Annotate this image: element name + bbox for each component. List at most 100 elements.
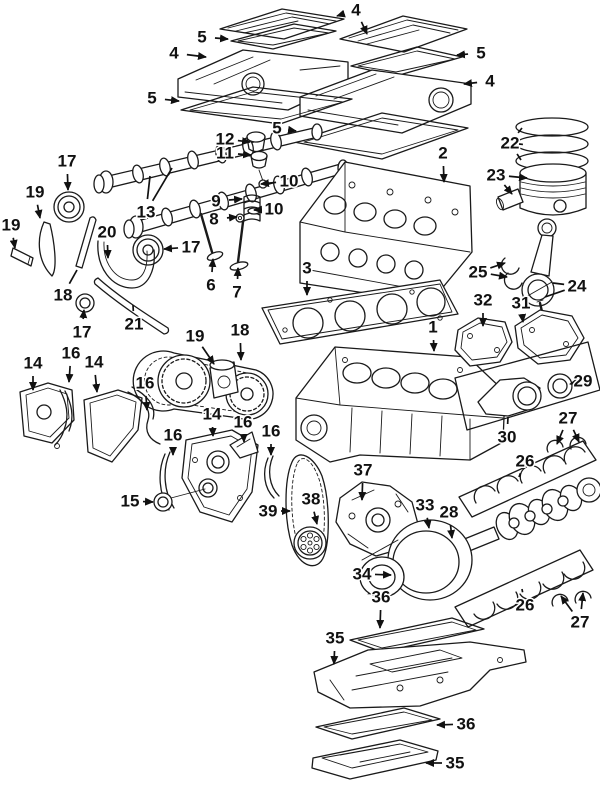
callout-15[interactable]: 15: [119, 490, 154, 512]
callout-39[interactable]: 39: [257, 500, 291, 522]
callout-32[interactable]: 32: [472, 289, 494, 327]
callout-number[interactable]: 16: [232, 411, 254, 433]
callout-number[interactable]: 18: [52, 284, 74, 306]
callout-number[interactable]: 38: [300, 488, 322, 510]
callout-26[interactable]: 26: [514, 450, 536, 478]
callout-number[interactable]: 19: [0, 214, 22, 236]
callout-14[interactable]: 14: [201, 403, 223, 437]
callout-4[interactable]: 4: [336, 0, 368, 35]
callout-16[interactable]: 16: [134, 372, 156, 411]
callout-number[interactable]: 29: [572, 370, 594, 392]
callout-6[interactable]: 6: [205, 258, 217, 296]
callout-31[interactable]: 31: [510, 292, 532, 323]
callout-9[interactable]: 9: [210, 190, 243, 212]
callout-number[interactable]: 16: [260, 420, 282, 442]
callout-25[interactable]: 25: [467, 261, 508, 283]
callout-35[interactable]: 35: [425, 752, 466, 774]
callout-30[interactable]: 30: [496, 416, 518, 448]
callout-number[interactable]: 13: [135, 201, 157, 223]
callout-number[interactable]: 10: [278, 170, 300, 192]
callout-19[interactable]: 19: [24, 181, 46, 219]
callout-number[interactable]: 32: [472, 289, 494, 311]
callout-number[interactable]: 34: [351, 563, 373, 585]
callout-number[interactable]: 27: [557, 407, 579, 429]
callout-3[interactable]: 3: [301, 257, 313, 296]
callout-number[interactable]: 19: [24, 181, 46, 203]
callout-number[interactable]: 21: [123, 313, 145, 335]
callout-18[interactable]: 18: [52, 269, 78, 306]
callout-number[interactable]: 26: [514, 594, 536, 616]
callout-10[interactable]: 10: [260, 170, 300, 192]
callout-number[interactable]: 14: [83, 351, 105, 373]
callout-number[interactable]: 36: [370, 586, 392, 608]
callout-number[interactable]: 37: [352, 459, 374, 481]
callout-number[interactable]: 14: [22, 352, 44, 374]
callout-number[interactable]: 15: [119, 490, 141, 512]
callout-number[interactable]: 9: [210, 190, 222, 212]
callout-number[interactable]: 26: [514, 450, 536, 472]
callout-number[interactable]: 27: [569, 611, 591, 633]
callout-5[interactable]: 5: [456, 42, 487, 64]
callout-number[interactable]: 22: [499, 132, 521, 154]
callout-4[interactable]: 4: [463, 70, 497, 92]
callout-number[interactable]: 5: [271, 117, 283, 139]
callout-number[interactable]: 18: [229, 319, 251, 341]
callout-number[interactable]: 10: [263, 198, 285, 220]
callout-17[interactable]: 17: [71, 309, 93, 343]
callout-8[interactable]: 8: [208, 208, 238, 230]
callout-number[interactable]: 14: [201, 403, 223, 425]
callout-number[interactable]: 4: [484, 70, 497, 92]
callout-18[interactable]: 18: [229, 319, 251, 361]
callout-number[interactable]: 6: [205, 274, 217, 296]
callout-number[interactable]: 1: [427, 316, 439, 338]
callout-number[interactable]: 5: [196, 26, 208, 48]
callout-24[interactable]: 24: [544, 275, 588, 298]
callout-22[interactable]: 22: [499, 127, 524, 161]
callout-number[interactable]: 8: [208, 208, 220, 230]
callout-number[interactable]: 11: [215, 142, 236, 164]
callout-number[interactable]: 12: [214, 128, 236, 150]
callout-19[interactable]: 19: [184, 325, 215, 365]
callout-4[interactable]: 4: [168, 42, 207, 64]
callout-33[interactable]: 33: [414, 494, 436, 529]
callout-number[interactable]: 5: [475, 42, 487, 64]
callout-number[interactable]: 33: [414, 494, 436, 516]
callout-36[interactable]: 36: [370, 586, 392, 629]
callout-19[interactable]: 19: [0, 214, 22, 249]
callout-27[interactable]: 27: [556, 407, 580, 445]
callout-number[interactable]: 16: [134, 372, 156, 394]
callout-number[interactable]: 2: [437, 142, 449, 164]
callout-17[interactable]: 17: [56, 150, 78, 191]
callout-number[interactable]: 23: [485, 164, 507, 186]
callout-1[interactable]: 1: [427, 316, 439, 352]
callout-37[interactable]: 37: [352, 459, 374, 501]
callout-20[interactable]: 20: [96, 221, 118, 259]
callout-34[interactable]: 34: [351, 563, 392, 585]
callout-number[interactable]: 16: [60, 342, 82, 364]
callout-number[interactable]: 20: [96, 221, 118, 243]
callout-21[interactable]: 21: [123, 304, 145, 335]
callout-14[interactable]: 14: [83, 351, 105, 393]
callout-2[interactable]: 2: [437, 142, 449, 183]
callout-number[interactable]: 7: [231, 281, 243, 303]
callout-12[interactable]: 12: [214, 128, 251, 150]
callout-7[interactable]: 7: [231, 267, 243, 303]
callout-26[interactable]: 26: [514, 588, 536, 616]
callout-number[interactable]: 35: [324, 627, 346, 649]
callout-29[interactable]: 29: [569, 370, 594, 392]
callout-number[interactable]: 39: [257, 500, 279, 522]
callout-27[interactable]: 27: [560, 592, 591, 633]
callout-number[interactable]: 16: [162, 424, 184, 446]
callout-16[interactable]: 16: [60, 342, 82, 383]
callout-23[interactable]: 23: [485, 164, 528, 195]
callout-5[interactable]: 5: [271, 117, 297, 139]
callout-17[interactable]: 17: [163, 236, 202, 258]
callout-number[interactable]: 3: [301, 257, 313, 279]
callout-number[interactable]: 28: [438, 501, 460, 523]
callout-number[interactable]: 4: [350, 0, 363, 21]
callout-38[interactable]: 38: [300, 488, 322, 525]
callout-28[interactable]: 28: [438, 501, 460, 539]
callout-14[interactable]: 14: [22, 352, 44, 391]
callout-16[interactable]: 16: [260, 420, 282, 456]
callout-number[interactable]: 17: [180, 236, 202, 258]
